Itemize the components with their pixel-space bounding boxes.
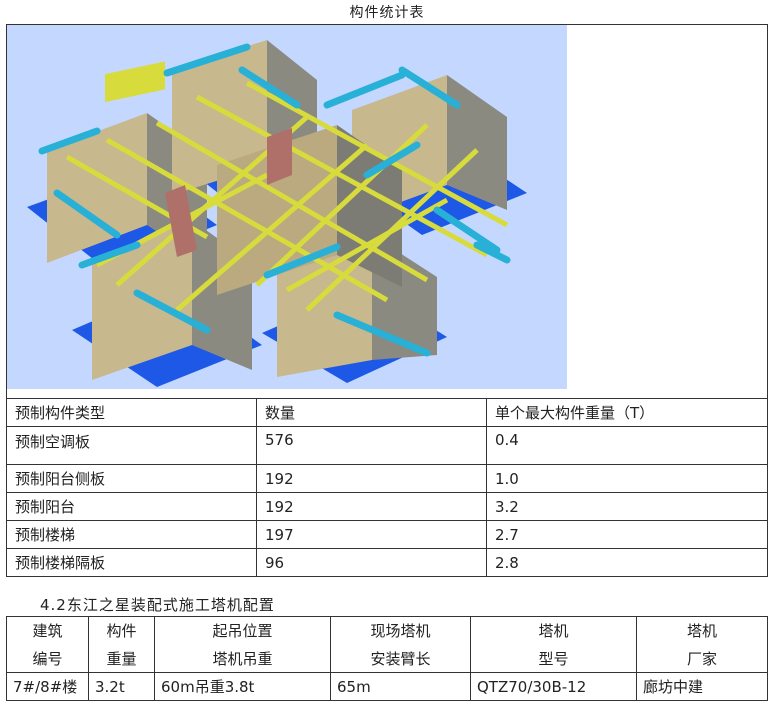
- crane-header-row-2: 编号 重量 塔机吊重 安装臂长 型号 厂家: [6, 644, 768, 673]
- cell-manufacturer: 廊坊中建: [636, 672, 768, 701]
- component-statistics-table: 预制构件类型 数量 单个最大构件重量（T） 预制空调板 576 0.4 预制阳台…: [6, 24, 768, 577]
- cell-type: 预制空调板: [6, 426, 257, 465]
- header-manufacturer-line1: 塔机: [636, 616, 768, 645]
- cell-type: 预制楼梯: [6, 520, 257, 549]
- cell-quantity: 576: [256, 426, 487, 465]
- header-lift-position-line1: 起吊位置: [154, 616, 331, 645]
- cell-weight: 2.7: [486, 520, 768, 549]
- header-manufacturer-line2: 厂家: [636, 644, 768, 673]
- cell-crane-model: QTZ70/30B-12: [470, 672, 637, 701]
- cell-type: 预制阳台侧板: [6, 464, 257, 493]
- highlight-beam: [267, 128, 292, 185]
- building-3d-model-image: [7, 25, 567, 389]
- table-row: 预制阳台侧板 192 1.0: [6, 464, 768, 493]
- header-crane-model-line2: 型号: [470, 644, 637, 673]
- header-building-line1: 建筑: [6, 616, 89, 645]
- header-building-line2: 编号: [6, 644, 89, 673]
- cell-crane-arm: 65m: [330, 672, 471, 701]
- table-row: 7#/8#楼 3.2t 60m吊重3.8t 65m QTZ70/30B-12 廊…: [6, 672, 768, 701]
- table-row: 预制阳台 192 3.2: [6, 492, 768, 521]
- cell-weight: 0.4: [486, 426, 768, 465]
- components-header-row: 预制构件类型 数量 单个最大构件重量（T）: [6, 398, 768, 427]
- header-lift-position-line2: 塔机吊重: [154, 644, 331, 673]
- cell-type: 预制楼梯隔板: [6, 548, 257, 577]
- edge-members: [38, 43, 511, 357]
- cell-quantity: 96: [256, 548, 487, 577]
- cell-quantity: 192: [256, 492, 487, 521]
- figure-caption: 构件统计表: [349, 5, 425, 21]
- table-row: 预制空调板 576 0.4: [6, 426, 768, 465]
- header-quantity: 数量: [256, 398, 487, 427]
- cell-weight: 3.2t: [88, 672, 155, 701]
- header-component-type: 预制构件类型: [6, 398, 257, 427]
- table-row: 预制楼梯隔板 96 2.8: [6, 548, 768, 577]
- highlight-beam-2: [165, 185, 197, 257]
- cell-weight: 3.2: [486, 492, 768, 521]
- cell-quantity: 197: [256, 520, 487, 549]
- header-crane-arm-line2: 安装臂长: [330, 644, 471, 673]
- cell-lift-position: 60m吊重3.8t: [154, 672, 331, 701]
- cell-weight: 2.8: [486, 548, 768, 577]
- building-walls: [47, 40, 507, 380]
- crane-configuration-table: 建筑 构件 起吊位置 现场塔机 塔机 塔机 编号 重量 塔机吊重 安装臂长 型号…: [6, 616, 768, 701]
- header-crane-model-line1: 塔机: [470, 616, 637, 645]
- section-heading: 4.2东江之星装配式施工塔机配置: [40, 596, 275, 614]
- header-max-weight: 单个最大构件重量（T）: [486, 398, 768, 427]
- model-image-row: [6, 24, 768, 399]
- crane-header-row-1: 建筑 构件 起吊位置 现场塔机 塔机 塔机: [6, 616, 768, 645]
- cell-quantity: 192: [256, 464, 487, 493]
- cell-building: 7#/8#楼: [6, 672, 89, 701]
- header-weight-line2: 重量: [88, 644, 155, 673]
- yellow-slab-panel: [105, 61, 165, 103]
- header-crane-arm-line1: 现场塔机: [330, 616, 471, 645]
- model-image-cell: [6, 24, 768, 399]
- header-weight-line1: 构件: [88, 616, 155, 645]
- cell-weight: 1.0: [486, 464, 768, 493]
- cell-type: 预制阳台: [6, 492, 257, 521]
- table-row: 预制楼梯 197 2.7: [6, 520, 768, 549]
